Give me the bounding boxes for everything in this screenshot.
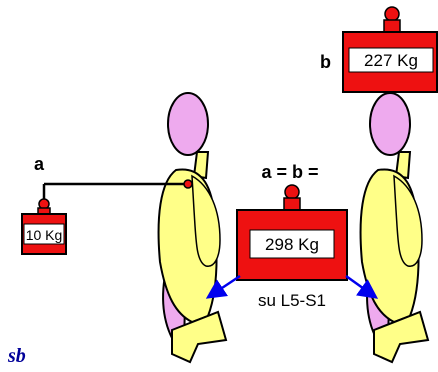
arrow-right bbox=[345, 274, 379, 299]
equation-label: a = b = bbox=[261, 162, 318, 182]
arrow-left bbox=[205, 274, 241, 299]
large-weight-neck bbox=[383, 19, 401, 33]
small-weight-label: 10 Kg bbox=[26, 227, 63, 243]
left-figure-neck bbox=[192, 151, 210, 180]
site-label: su L5-S1 bbox=[258, 291, 326, 310]
left-figure-head bbox=[167, 92, 209, 156]
signature: sb bbox=[7, 345, 26, 367]
right-figure bbox=[359, 92, 430, 364]
small-weight: 10 Kg bbox=[21, 184, 67, 255]
left-figure-arm bbox=[191, 174, 221, 267]
small-weight-label-box bbox=[23, 223, 65, 245]
large-weight: 227 Kg bbox=[342, 6, 438, 93]
large-weight-label-box bbox=[348, 47, 434, 73]
right-figure-neck bbox=[394, 151, 412, 180]
spine-load-weight: 298 Kg bbox=[236, 184, 348, 281]
spine-load-label: 298 Kg bbox=[265, 235, 319, 254]
label-b: b bbox=[320, 52, 331, 72]
large-weight-label: 227 Kg bbox=[364, 51, 418, 70]
joint-point bbox=[183, 179, 193, 189]
left-figure bbox=[157, 92, 228, 364]
large-weight-handle bbox=[384, 6, 400, 22]
spine-load-handle bbox=[284, 184, 300, 200]
right-figure-foot bbox=[373, 310, 430, 364]
spine-load-label-box bbox=[249, 229, 335, 259]
label-a: a bbox=[34, 154, 45, 174]
right-figure-arm bbox=[393, 174, 423, 267]
left-figure-foot bbox=[171, 310, 228, 364]
right-figure-head bbox=[369, 92, 411, 156]
spine-load-neck bbox=[283, 197, 301, 211]
